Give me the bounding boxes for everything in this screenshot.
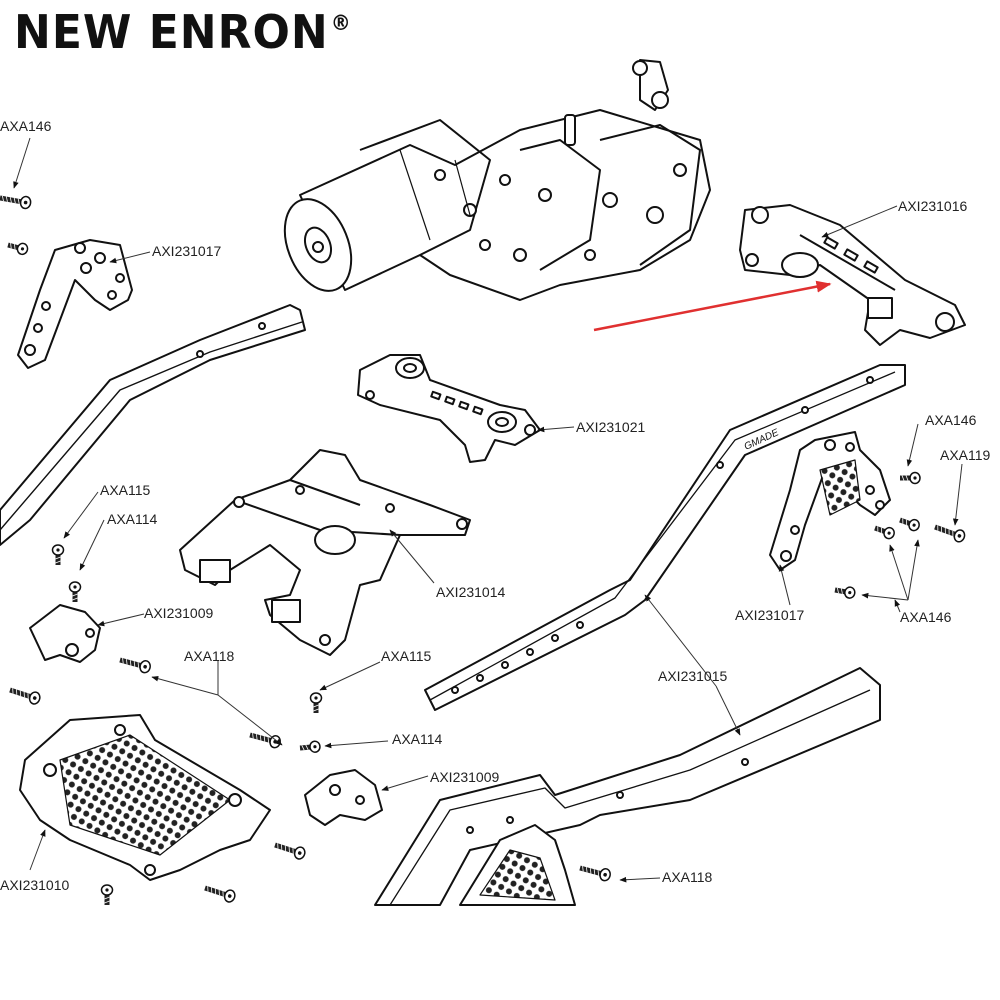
brand-logo: NEW ENRON®	[14, 6, 352, 60]
shock-tower-right	[769, 431, 891, 571]
trademark-symbol: ®	[330, 10, 352, 36]
skid-plate-axi231010	[19, 714, 271, 881]
battery-tray-axi231014	[179, 449, 471, 656]
red-indicator-arrow	[593, 280, 832, 332]
screw-axa146-right-4	[833, 583, 857, 600]
frame-rail-axi231015-upper: GMADE	[424, 364, 906, 711]
callout-axi231017-right: AXI231017	[735, 607, 805, 623]
callout-axi231009-upper: AXI231009	[144, 605, 214, 621]
frame-rail-axi231015-lower	[374, 667, 881, 906]
frame-rail-left	[0, 304, 306, 546]
screw-bottom-1	[272, 838, 308, 862]
callout-axa118-right: AXA118	[662, 869, 713, 885]
motor-transmission-assembly	[283, 59, 711, 301]
callout-axi231016: AXI231016	[898, 198, 968, 214]
callout-axa115-lower: AXA115	[381, 648, 432, 664]
callout-axa114-upper: AXA114	[107, 511, 158, 527]
leader-lines	[13, 137, 963, 883]
screw-bottom-2	[202, 881, 238, 905]
callout-axa146-right-top: AXA146	[925, 412, 977, 428]
callout-axa146-top-left: AXA146	[0, 118, 52, 134]
crossmember-axi231021	[357, 354, 541, 463]
callout-axi231014: AXI231014	[436, 584, 506, 600]
screw-axa146-right-2	[872, 522, 897, 541]
screw-axa146-right-1	[899, 471, 921, 485]
callout-axa118-left: AXA118	[184, 648, 235, 664]
skid-mount-axi231009-lower	[304, 769, 383, 826]
leader-lines-branch-arrows	[151, 539, 920, 746]
screw-top-left	[5, 238, 30, 257]
screw-axa146-top-left	[0, 191, 33, 211]
brand-name: NEW ENRON	[14, 6, 329, 60]
screw-axa115-lower	[309, 692, 323, 714]
callout-axa114-lower: AXA114	[392, 731, 443, 747]
callout-axi231021: AXI231021	[576, 419, 646, 435]
callout-axi231017-left: AXI231017	[152, 243, 222, 259]
crossmember-axi231016	[739, 204, 966, 346]
screw-lower-left-1	[7, 683, 43, 707]
callout-axa119: AXA119	[940, 447, 991, 463]
screw-axa119	[932, 520, 967, 544]
screw-axa146-right-3	[897, 514, 922, 533]
callout-axi231010: AXI231010	[0, 877, 70, 893]
shock-tower-lower	[459, 824, 576, 906]
callout-axi231009-lower: AXI231009	[430, 769, 500, 785]
callout-axi231015: AXI231015	[658, 668, 728, 684]
screw-bottom-3	[100, 884, 114, 906]
screw-axa118-right	[577, 861, 613, 883]
screw-axa114-upper	[68, 581, 82, 603]
callout-axa146-right-bottom: AXA146	[900, 609, 952, 625]
callout-axa115-upper: AXA115	[100, 482, 151, 498]
screw-axa118-1	[117, 653, 153, 675]
screw-axa115-upper	[51, 544, 65, 566]
skid-mount-axi231009-upper	[29, 604, 101, 663]
shock-tower-left	[17, 239, 133, 369]
screw-axa114-lower	[298, 740, 322, 755]
